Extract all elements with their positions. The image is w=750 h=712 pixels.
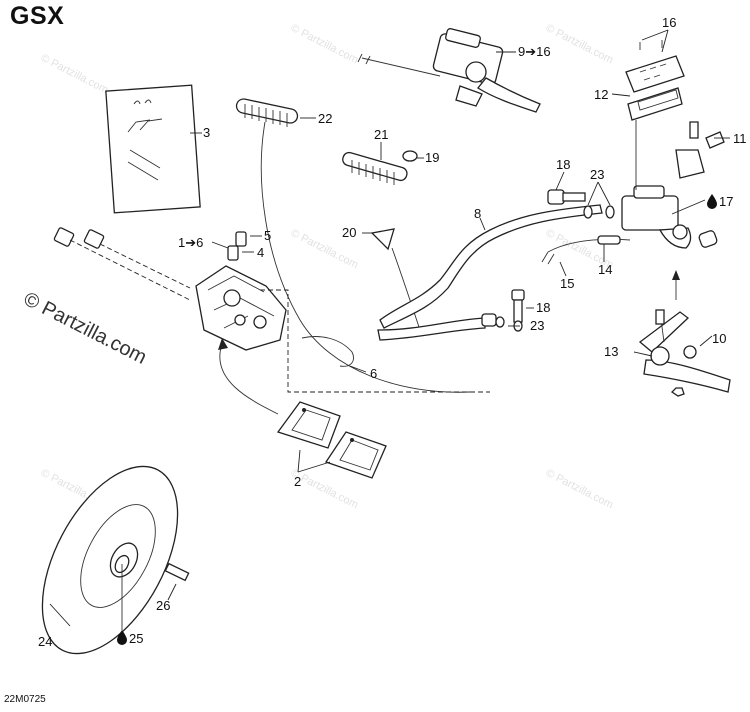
callout-18a: 18 bbox=[556, 157, 570, 172]
callout-11: 11 bbox=[733, 131, 747, 146]
callout-15: 15 bbox=[560, 276, 574, 291]
lever-assembly-lower bbox=[633, 270, 731, 397]
callout-1: 1➔6 bbox=[178, 235, 203, 250]
watermark-2: © Partzilla.com bbox=[544, 22, 615, 66]
drop-icon-17 bbox=[707, 194, 717, 209]
callout-3: 3 bbox=[203, 125, 210, 140]
model-title: GSX bbox=[10, 2, 65, 30]
callout-20: 20 bbox=[342, 225, 356, 240]
callout-17: 17 bbox=[719, 194, 733, 209]
brake-disc bbox=[41, 465, 190, 655]
brake-pads bbox=[218, 338, 387, 479]
callout-16: 16 bbox=[662, 15, 676, 30]
switch-cable bbox=[541, 235, 631, 277]
drop-icon-25 bbox=[117, 630, 127, 645]
handlebar-master-cylinder bbox=[357, 28, 541, 113]
callout-24: 24 bbox=[38, 634, 52, 649]
callout-23a: 23 bbox=[590, 167, 604, 182]
callout-12: 12 bbox=[594, 87, 608, 102]
callout-13: 13 bbox=[604, 344, 618, 359]
callout-19: 19 bbox=[425, 150, 439, 165]
callout-26: 26 bbox=[156, 598, 170, 613]
watermark-3: © Partzilla.com bbox=[39, 52, 110, 96]
watermark-1: © Partzilla.com bbox=[289, 22, 360, 66]
caliper-bolts bbox=[53, 227, 191, 301]
banjo-bolt-upper bbox=[547, 171, 615, 219]
callout-18b: 18 bbox=[536, 300, 550, 315]
brake-line bbox=[377, 204, 603, 341]
pin-kit-box bbox=[105, 84, 202, 214]
hose-with-clamp bbox=[342, 142, 424, 185]
callout-4: 4 bbox=[257, 245, 264, 260]
callout-25: 25 bbox=[129, 631, 143, 646]
banjo-bolt-lower bbox=[495, 289, 534, 332]
callout-labels: 1➔6 2 3 4 5 6 8 9➔16 10 11 12 13 14 15 1… bbox=[38, 15, 747, 649]
callout-22: 22 bbox=[318, 111, 332, 126]
callout-23b: 23 bbox=[530, 318, 544, 333]
watermark-8: © Partzilla.com bbox=[544, 467, 615, 511]
diagram-code: 22M0725 bbox=[4, 694, 46, 705]
callout-10: 10 bbox=[712, 331, 726, 346]
callout-2: 2 bbox=[294, 474, 301, 489]
reservoir-cover bbox=[611, 29, 685, 121]
triangle-clip bbox=[362, 228, 421, 331]
callout-8: 8 bbox=[474, 206, 481, 221]
callout-9: 9➔16 bbox=[518, 44, 551, 59]
brake-caliper bbox=[195, 231, 490, 393]
callout-5: 5 bbox=[264, 228, 271, 243]
brake-hose-cover bbox=[235, 98, 471, 393]
callout-6: 6 bbox=[370, 366, 377, 381]
retaining-spring bbox=[301, 336, 367, 373]
callout-14: 14 bbox=[598, 262, 612, 277]
callout-21: 21 bbox=[374, 127, 388, 142]
master-cylinder-right bbox=[621, 120, 730, 249]
